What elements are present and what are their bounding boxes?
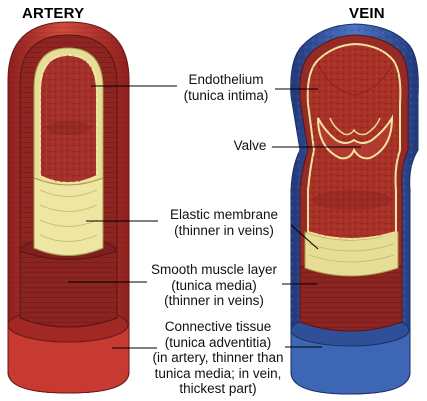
elastic-membrane-label: Elastic membrane (thinner in veins) xyxy=(158,207,290,238)
endothelium-label: Endothelium (tunica intima) xyxy=(178,72,274,103)
vein-title: VEIN xyxy=(349,5,385,22)
valve-label: Valve xyxy=(229,138,271,154)
connective-tissue-label-line1: Connective tissue xyxy=(151,319,285,335)
connective-tissue-label-line3: (in artery, thinner than xyxy=(151,350,285,366)
artery-illustration xyxy=(8,22,129,393)
endothelium-label-line1: Endothelium xyxy=(178,72,274,88)
smooth-muscle-label-line1: Smooth muscle layer xyxy=(146,262,282,278)
elastic-membrane-label-line1: Elastic membrane xyxy=(158,207,290,223)
connective-tissue-label-line4: tunica media; in vein, xyxy=(151,366,285,382)
connective-tissue-label: Connective tissue (tunica adventitia) (i… xyxy=(151,319,285,397)
elastic-membrane-label-line2: (thinner in veins) xyxy=(158,223,290,239)
artery-title: ARTERY xyxy=(22,5,84,22)
smooth-muscle-label-line2: (tunica media) xyxy=(146,278,282,294)
smooth-muscle-label-line3: (thinner in veins) xyxy=(146,293,282,309)
connective-tissue-label-line2: (tunica adventitia) xyxy=(151,335,285,351)
endothelium-label-line2: (tunica intima) xyxy=(178,88,274,104)
connective-tissue-label-line5: thickest part) xyxy=(151,381,285,397)
smooth-muscle-label: Smooth muscle layer (tunica media) (thin… xyxy=(146,262,282,309)
valve-label-line1: Valve xyxy=(229,138,271,154)
vein-illustration xyxy=(291,24,419,394)
